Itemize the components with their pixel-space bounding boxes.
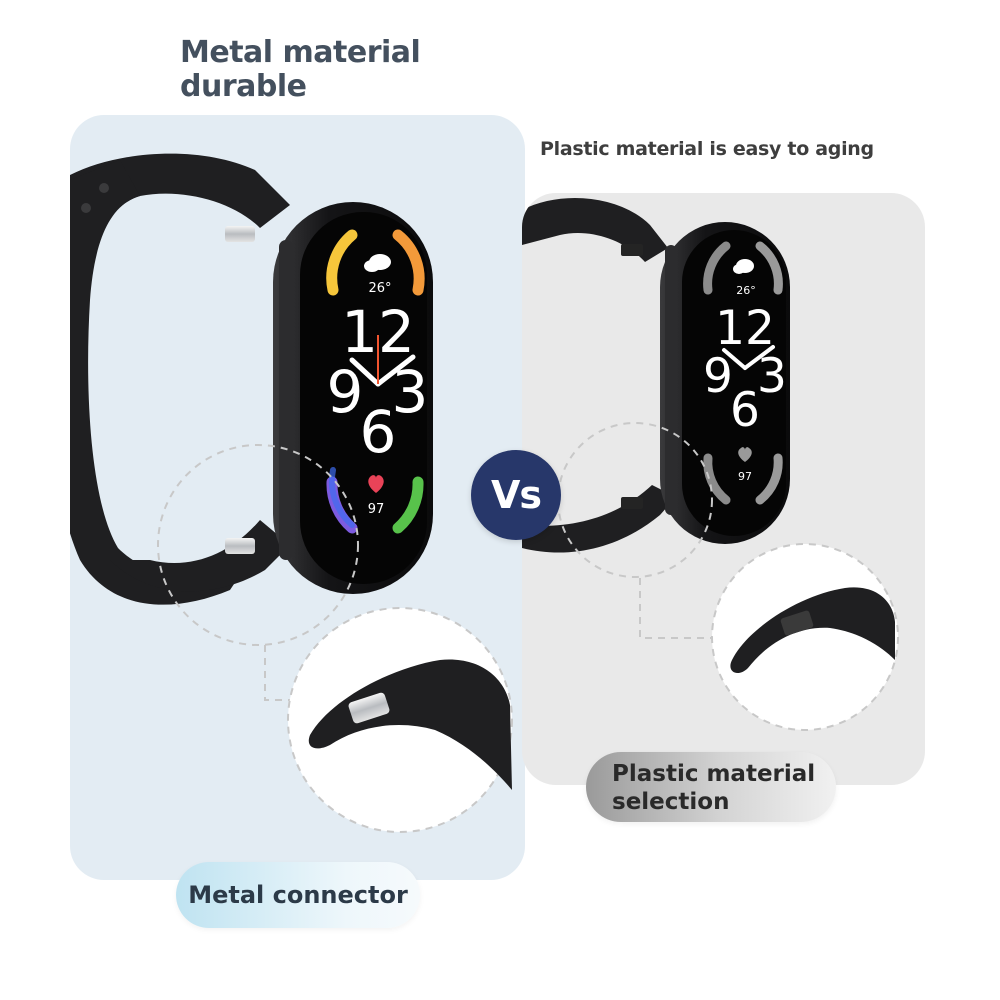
plastic-headline: Plastic material is easy to aging	[540, 138, 874, 160]
metal-comparison-panel	[70, 115, 525, 880]
metal-headline: Metal material durable	[180, 35, 421, 104]
plastic-comparison-panel	[522, 193, 925, 785]
metal-connector-label: Metal connector	[176, 862, 420, 928]
plastic-material-label: Plastic material selection	[586, 752, 836, 822]
vs-badge: Vs	[471, 450, 561, 540]
